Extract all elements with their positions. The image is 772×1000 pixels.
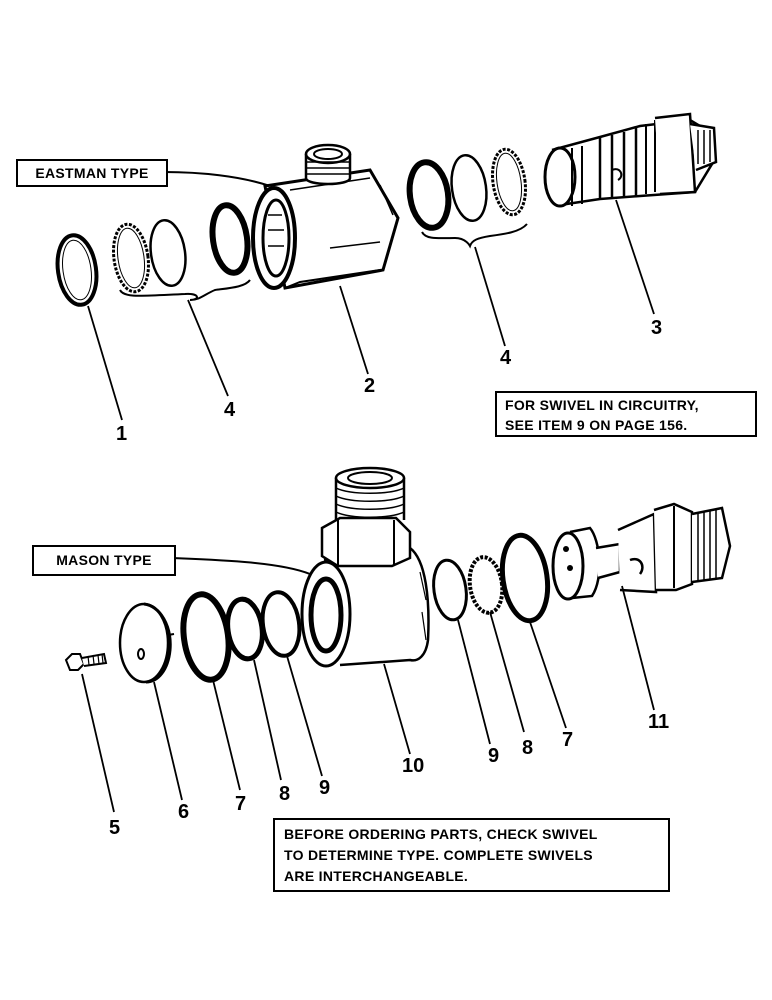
mason-ring-9a: [260, 590, 302, 658]
eastman-type-label: EASTMAN TYPE: [16, 159, 168, 187]
circuitry-note: FOR SWIVEL IN CIRCUITRY, SEE ITEM 9 ON P…: [495, 391, 757, 437]
mason-label-leader: [171, 557, 311, 575]
mason-ring-9b: [432, 558, 468, 622]
eastman-label-leader: [163, 171, 271, 187]
eastman-ring-4b: [149, 218, 187, 288]
circuitry-note-line-2: SEE ITEM 9 ON PAGE 156.: [505, 417, 688, 433]
callout-1: 1: [116, 423, 128, 445]
ordering-note-line-3: ARE INTERCHANGEABLE.: [284, 868, 469, 884]
eastman-ring-4e: [450, 153, 488, 223]
callout-5: 5: [109, 817, 121, 839]
ordering-note-line-1: BEFORE ORDERING PARTS, CHECK SWIVEL: [284, 826, 598, 842]
eastman-leaders: [87, 199, 655, 421]
mason-assembly: [64, 466, 732, 684]
eastman-assembly: [55, 112, 718, 307]
eastman-ring-4d: [406, 159, 452, 231]
callout-6: 6: [178, 801, 190, 823]
eastman-brace-left: [119, 279, 251, 301]
shading: [419, 571, 427, 641]
callout-11: 11: [648, 711, 670, 733]
callout-4-left: 4: [224, 399, 236, 421]
mason-leaders: [81, 585, 655, 813]
mason-body-10: [300, 466, 430, 668]
callout-8-right: 8: [522, 737, 534, 759]
mason-type-label: MASON TYPE: [32, 545, 176, 576]
ordering-note-line-2: TO DETERMINE TYPE. COMPLETE SWIVELS: [284, 847, 593, 863]
mason-valve-11: [551, 502, 732, 601]
ordering-note: BEFORE ORDERING PARTS, CHECK SWIVEL TO D…: [273, 818, 670, 892]
callout-9-left: 9: [319, 777, 331, 799]
callout-8-left: 8: [279, 783, 291, 805]
circuitry-note-line-1: FOR SWIVEL IN CIRCUITRY,: [505, 397, 699, 413]
eastman-brace-right: [421, 223, 528, 249]
mason-ring-7a: [180, 591, 232, 683]
callout-9-right: 9: [488, 745, 500, 767]
eastman-ring-4a: [112, 222, 150, 294]
callout-3: 3: [651, 317, 663, 339]
mason-ring-8b: [467, 555, 505, 615]
eastman-ring-4c: [209, 202, 251, 276]
callout-7-right: 7: [562, 729, 574, 751]
mason-bolt-5: [64, 652, 108, 671]
eastman-body-2: [251, 143, 400, 290]
callout-7-left: 7: [235, 793, 247, 815]
callout-4-right: 4: [500, 347, 512, 369]
mason-ring-7b: [499, 532, 551, 624]
eastman-spool-3: [543, 112, 718, 208]
callout-2: 2: [364, 375, 376, 397]
mason-disc-6: [118, 602, 175, 684]
eastman-ring-4f: [491, 147, 527, 217]
eastman-ring-1: [55, 233, 99, 307]
callout-10: 10: [402, 755, 425, 777]
